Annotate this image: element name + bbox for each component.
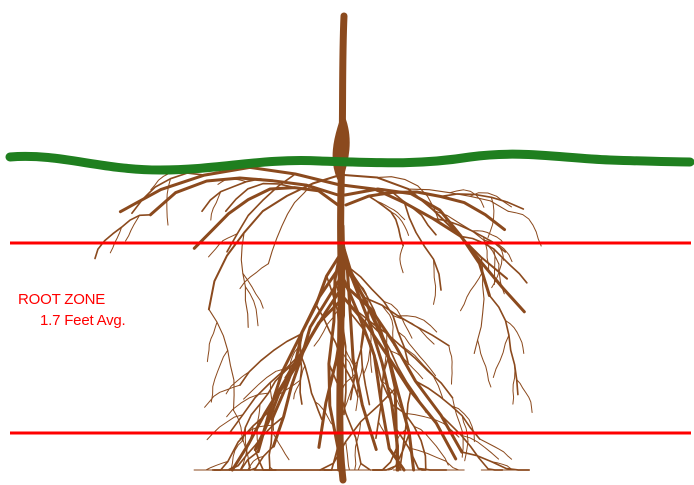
root [342, 185, 524, 312]
rootlet [207, 322, 217, 362]
rootlet [449, 346, 452, 384]
root [268, 184, 312, 264]
rootlet [211, 350, 227, 402]
root [240, 334, 301, 385]
root [95, 215, 151, 259]
rootlet [226, 372, 249, 394]
rootlet [461, 271, 483, 311]
rootlet [227, 393, 269, 417]
root-zone-title: ROOT ZONE [18, 292, 105, 307]
root-system [95, 16, 541, 480]
root [369, 196, 404, 246]
ground-surface-line [10, 154, 690, 170]
root [474, 257, 484, 353]
rootlet [345, 464, 361, 470]
rootlet [508, 211, 541, 246]
root [489, 295, 518, 394]
rootlet [205, 385, 240, 407]
rootlet [346, 442, 356, 470]
rootlet [393, 316, 434, 345]
rootlet [517, 380, 532, 413]
root [302, 357, 322, 419]
rootlet [398, 332, 435, 376]
rootlet [400, 246, 403, 273]
rootlet [194, 461, 228, 470]
root-zone-depth-label: 1.7 Feet Avg. [40, 313, 126, 328]
root [462, 452, 529, 470]
rootlet [493, 335, 509, 377]
rootlet [209, 234, 238, 257]
rootlet [478, 340, 491, 387]
rootlet [245, 287, 258, 326]
